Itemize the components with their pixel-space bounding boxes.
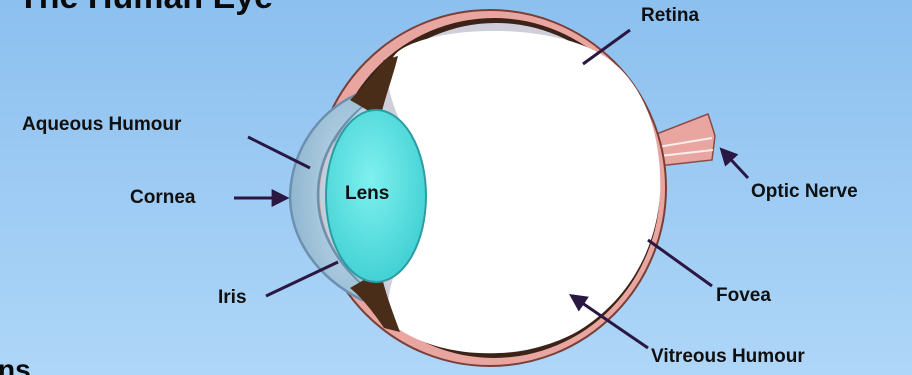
label-aqueous-humour: Aqueous Humour [22, 115, 181, 135]
label-iris: Iris [218, 288, 247, 308]
fovea-marker [640, 233, 646, 239]
label-cornea: Cornea [130, 188, 195, 208]
label-retina: Retina [641, 6, 699, 26]
label-optic-nerve: Optic Nerve [751, 182, 858, 202]
label-vitreous-humour: Vitreous Humour [651, 347, 805, 367]
label-lens: Lens [345, 184, 389, 204]
label-fovea: Fovea [716, 286, 771, 306]
diagram-title: The Human Eye [18, 0, 273, 14]
corner-text: ns [0, 356, 31, 375]
